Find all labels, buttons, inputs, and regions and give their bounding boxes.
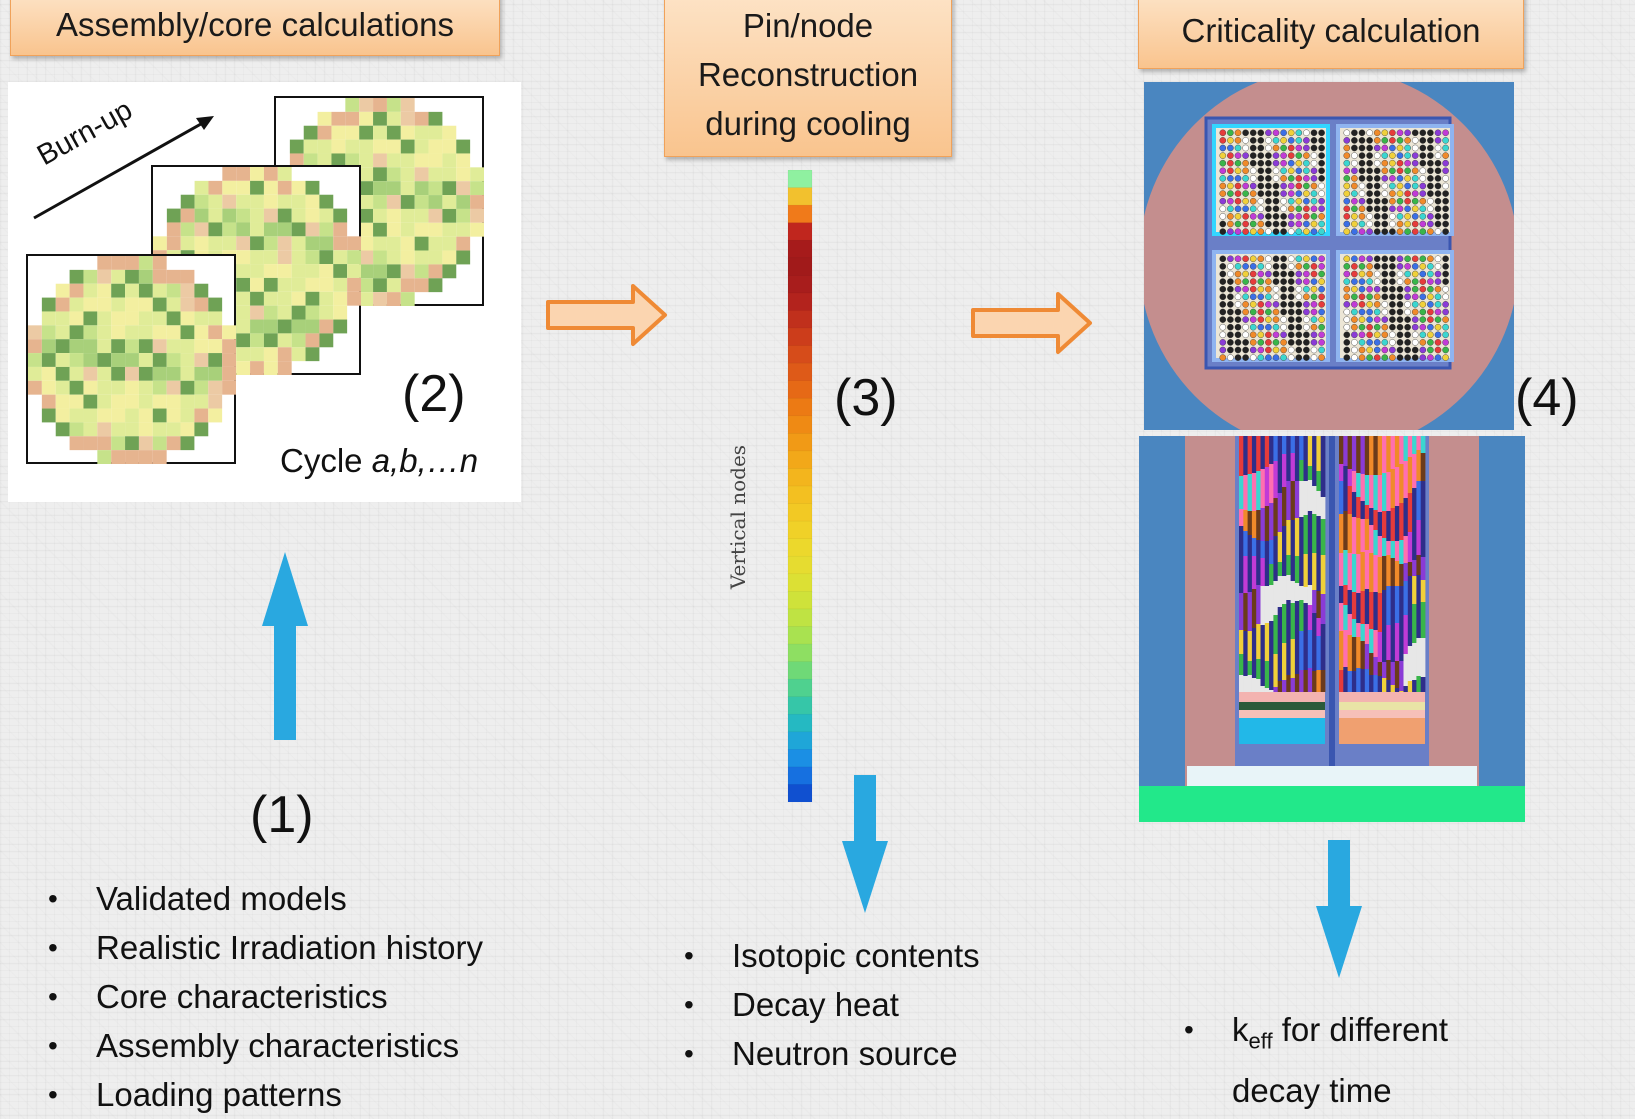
- assembly-core-step-title: Assembly/core calculations: [56, 5, 454, 43]
- outputs-list: Isotopic contents Decay heat Neutron sou…: [676, 931, 980, 1078]
- cask-top-figure: [1144, 82, 1514, 430]
- arrow-up-from-inputs: [262, 552, 308, 740]
- pin-step-title-line-1: Pin/node: [742, 7, 874, 44]
- cycle-prefix: Cycle: [280, 442, 372, 479]
- results-item-keff: keff for different decay time: [1176, 1005, 1448, 1115]
- criticality-step-box: Criticality calculation: [1138, 0, 1524, 69]
- cask-side-figure: [1139, 436, 1525, 822]
- outputs-item-decay-heat: Decay heat: [676, 980, 980, 1029]
- cask-top-view: [1144, 82, 1514, 430]
- outputs-item-isotopic-contents: Isotopic contents: [676, 931, 980, 980]
- cycle-label: Cycle a,b,…n: [280, 442, 478, 480]
- pin-step-title-line-3: during cooling: [705, 105, 911, 142]
- cask-side-view: [1139, 436, 1525, 822]
- arrow-to-reconstruction: [546, 284, 667, 346]
- keff-line-2: decay time: [1232, 1071, 1392, 1109]
- results-list: keff for different decay time: [1176, 1005, 1448, 1115]
- vertical-node-column: [787, 170, 813, 802]
- keff-subscript: eff: [1248, 1028, 1273, 1054]
- arrow-to-criticality: [971, 292, 1092, 354]
- step-3-label: (3): [834, 369, 898, 427]
- inputs-item-loading-patterns: Loading patterns: [40, 1070, 483, 1119]
- inputs-list: Validated models Realistic Irradiation h…: [40, 874, 483, 1119]
- inputs-item-assembly-characteristics: Assembly characteristics: [40, 1021, 483, 1070]
- keff-symbol: k: [1232, 1011, 1249, 1048]
- outputs-item-neutron-source: Neutron source: [676, 1029, 980, 1078]
- step-4-label: (4): [1515, 369, 1579, 427]
- cycle-variables: a,b,…n: [371, 442, 479, 479]
- inputs-item-core-characteristics: Core characteristics: [40, 972, 483, 1021]
- criticality-step-title: Criticality calculation: [1181, 12, 1481, 49]
- burnup-arrow: [33, 116, 214, 220]
- arrow-down-to-outputs: [842, 775, 888, 913]
- core-map-cycle-a: [26, 254, 236, 464]
- step-1-label: (1): [250, 786, 314, 844]
- pin-reconstruction-step-box: Pin/node Reconstruction during cooling: [664, 0, 952, 157]
- keff-line-1: for different: [1272, 1011, 1449, 1048]
- core-maps-figure: [26, 96, 484, 464]
- inputs-item-irradiation-history: Realistic Irradiation history: [40, 923, 483, 972]
- inputs-item-validated-models: Validated models: [40, 874, 483, 923]
- core-maps-panel: Burn-up Cycle a,b,…n: [8, 82, 521, 502]
- vertical-nodes-axis-text: Vertical nodes: [726, 444, 750, 590]
- pin-step-title-line-2: Reconstruction: [697, 56, 919, 93]
- arrow-down-to-results: [1316, 840, 1362, 978]
- assembly-core-step-box: Assembly/core calculations: [10, 0, 500, 56]
- step-2-label: (2): [402, 365, 466, 423]
